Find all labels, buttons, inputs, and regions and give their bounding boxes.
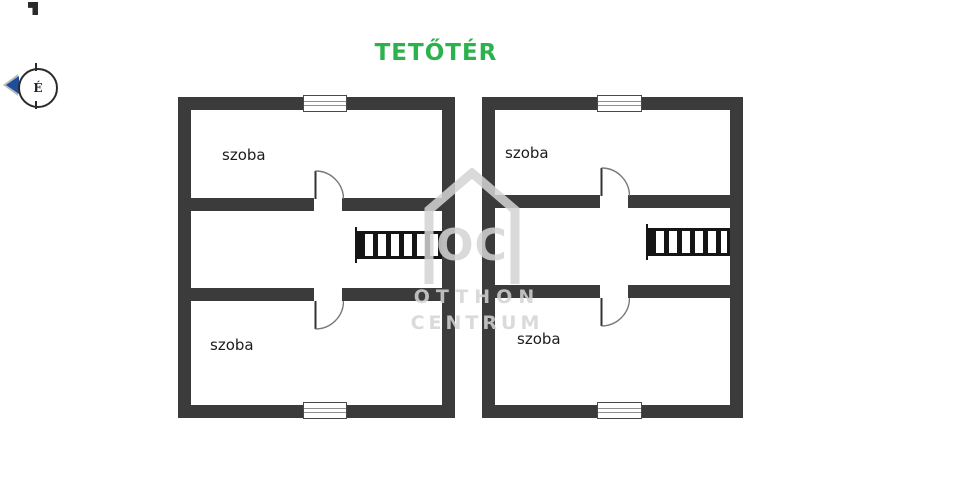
room-label: szoba [222, 146, 266, 164]
plan-right-divider1-wall-b [628, 195, 730, 208]
room-label: szoba [505, 144, 549, 162]
door-icon [314, 170, 344, 199]
page-title: TETŐTÉR [374, 40, 498, 66]
room-label: szoba [210, 336, 254, 354]
window-icon [303, 95, 347, 112]
compass-arrow-icon [6, 76, 19, 94]
plan-left-divider2-wall-b [342, 288, 442, 301]
stairs-icon [357, 231, 442, 259]
window-icon [303, 402, 347, 419]
plan-left-divider2-wall-a [191, 288, 314, 301]
plan-left-divider1-wall-a [191, 198, 314, 211]
stairs-cap [355, 227, 357, 263]
plan-right-divider2-wall-b [628, 285, 730, 298]
compass-tick-bottom [35, 101, 37, 109]
plan-right-divider2-wall-a [495, 285, 600, 298]
compass-tick-top [35, 63, 37, 71]
door-icon [600, 167, 630, 196]
stairs-icon [648, 228, 730, 256]
window-icon [597, 95, 642, 112]
compass-icon: É [18, 68, 58, 108]
plan-left-divider1-wall-b [342, 198, 442, 211]
door-icon [600, 298, 630, 327]
door-icon [314, 301, 344, 330]
window-icon [597, 402, 642, 419]
plan-right-outer-wall [482, 97, 743, 418]
compass-letter: É [33, 81, 43, 95]
room-label: szoba [517, 330, 561, 348]
corner-mark [28, 2, 38, 15]
stairs-cap [646, 224, 648, 260]
plan-right-divider1-wall-a [495, 195, 600, 208]
